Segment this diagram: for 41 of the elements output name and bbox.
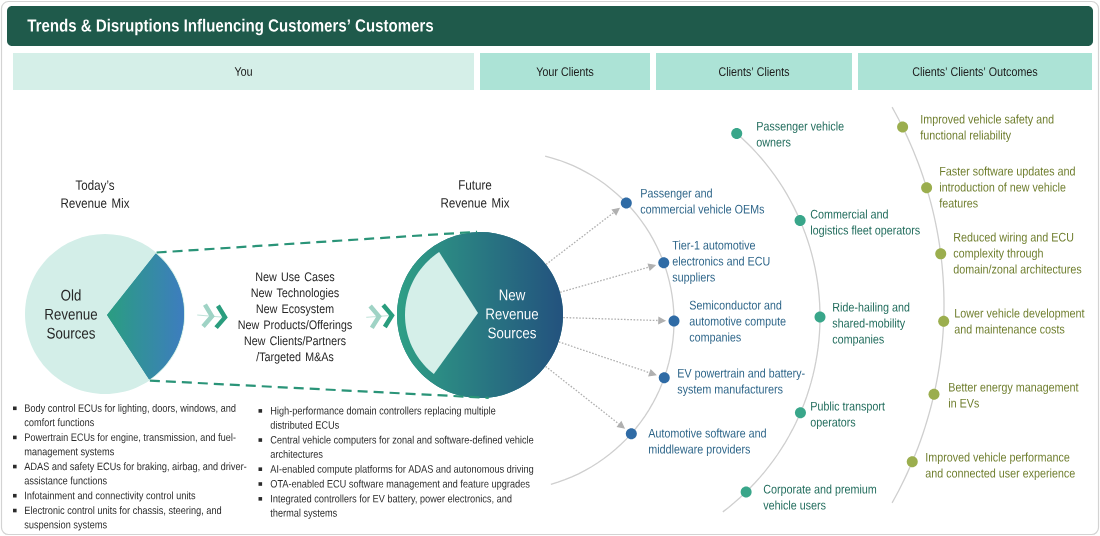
dashed-line xyxy=(156,230,478,254)
column-header: Clients’ Clients xyxy=(656,53,852,90)
bullet-text: OTA-enabled ECU software management and feature upgrades xyxy=(270,479,530,490)
chart-heading: Future Revenue Mix xyxy=(441,180,510,208)
bullet-text: Body control ECUs for lighting, doors, windows, and comfort functions xyxy=(24,404,236,427)
dot-label: Passenger and commercial vehicle OEMs xyxy=(640,188,765,214)
chevron-arrow xyxy=(366,303,395,330)
chevron-arrow xyxy=(197,303,228,330)
dashed-line xyxy=(149,379,489,399)
bullet-text: Infotainment and connectivity control units xyxy=(25,491,196,502)
bullet-text: High-performance domain controllers replacing multiple distributed ECUs xyxy=(270,406,496,429)
bullet-text: Integrated controllers for EV battery, power electronics, and thermal systems xyxy=(270,494,512,519)
dot-label: Public transport operators xyxy=(810,401,885,430)
bullet-text: Central vehicle computers for zonal and software-defined vehicle architectures xyxy=(270,435,534,458)
dot-label: Improved vehicle safety and functional reliability xyxy=(920,114,1054,143)
dot-label: Passenger vehicle owners xyxy=(756,121,844,147)
dot-label: Reduced wiring and ECU complexity through domain/zonal architectures xyxy=(953,232,1082,274)
dot-label: Lower vehicle development and maintenance costs xyxy=(954,308,1085,334)
column-header: Clients’ Clients’ Outcomes xyxy=(858,53,1092,90)
pie-chart: Old Revenue Sources xyxy=(25,234,185,394)
bullet-text: ADAS and safety ECUs for braking, airbag, and driver-assistance functions xyxy=(24,462,247,485)
dot-label: Improved vehicle performance and connected user experience xyxy=(925,452,1075,481)
column-header: Your Clients xyxy=(480,53,650,90)
dot-label: EV powertrain and battery-system manufacturers xyxy=(677,368,805,397)
bullet-text: Powertrain ECUs for engine, transmission, and fuel-management systems xyxy=(24,433,236,458)
bullet-text: Electronic control units for chassis, steering, and suspension systems xyxy=(24,506,222,531)
dot-label: Tier-1 automotive electronics and ECU suppliers xyxy=(672,240,770,285)
dotted-arrow xyxy=(558,341,657,377)
dot-label: Automotive software and middleware providers xyxy=(648,428,766,457)
column-header: You xyxy=(13,53,474,90)
title-banner: Trends & Disruptions Influencing Customers’ Customers xyxy=(7,6,1093,46)
dot-label: Semiconductor and automotive compute companies xyxy=(689,300,786,345)
text-stack: New Use Cases New Technologies New Ecosystem New Products/Offerings New Clients/Partners /Targeted M&As xyxy=(238,272,352,364)
dot-label: Ride-hailing and shared-mobility companies xyxy=(832,302,910,347)
pie-chart: New Revenue Sources xyxy=(397,232,563,398)
dot-label: Commercial and logistics fleet operators xyxy=(810,209,920,238)
bullet-text: AI-enabled compute platforms for ADAS and autonomous driving xyxy=(270,464,534,475)
chart-heading: Today’s Revenue Mix xyxy=(61,180,130,208)
dot-label: Corporate and premium vehicle users xyxy=(763,484,877,510)
dot-label: Better energy management in EVs xyxy=(949,382,1079,408)
dot-label: Faster software updates and introduction of new vehicle features xyxy=(939,166,1075,208)
